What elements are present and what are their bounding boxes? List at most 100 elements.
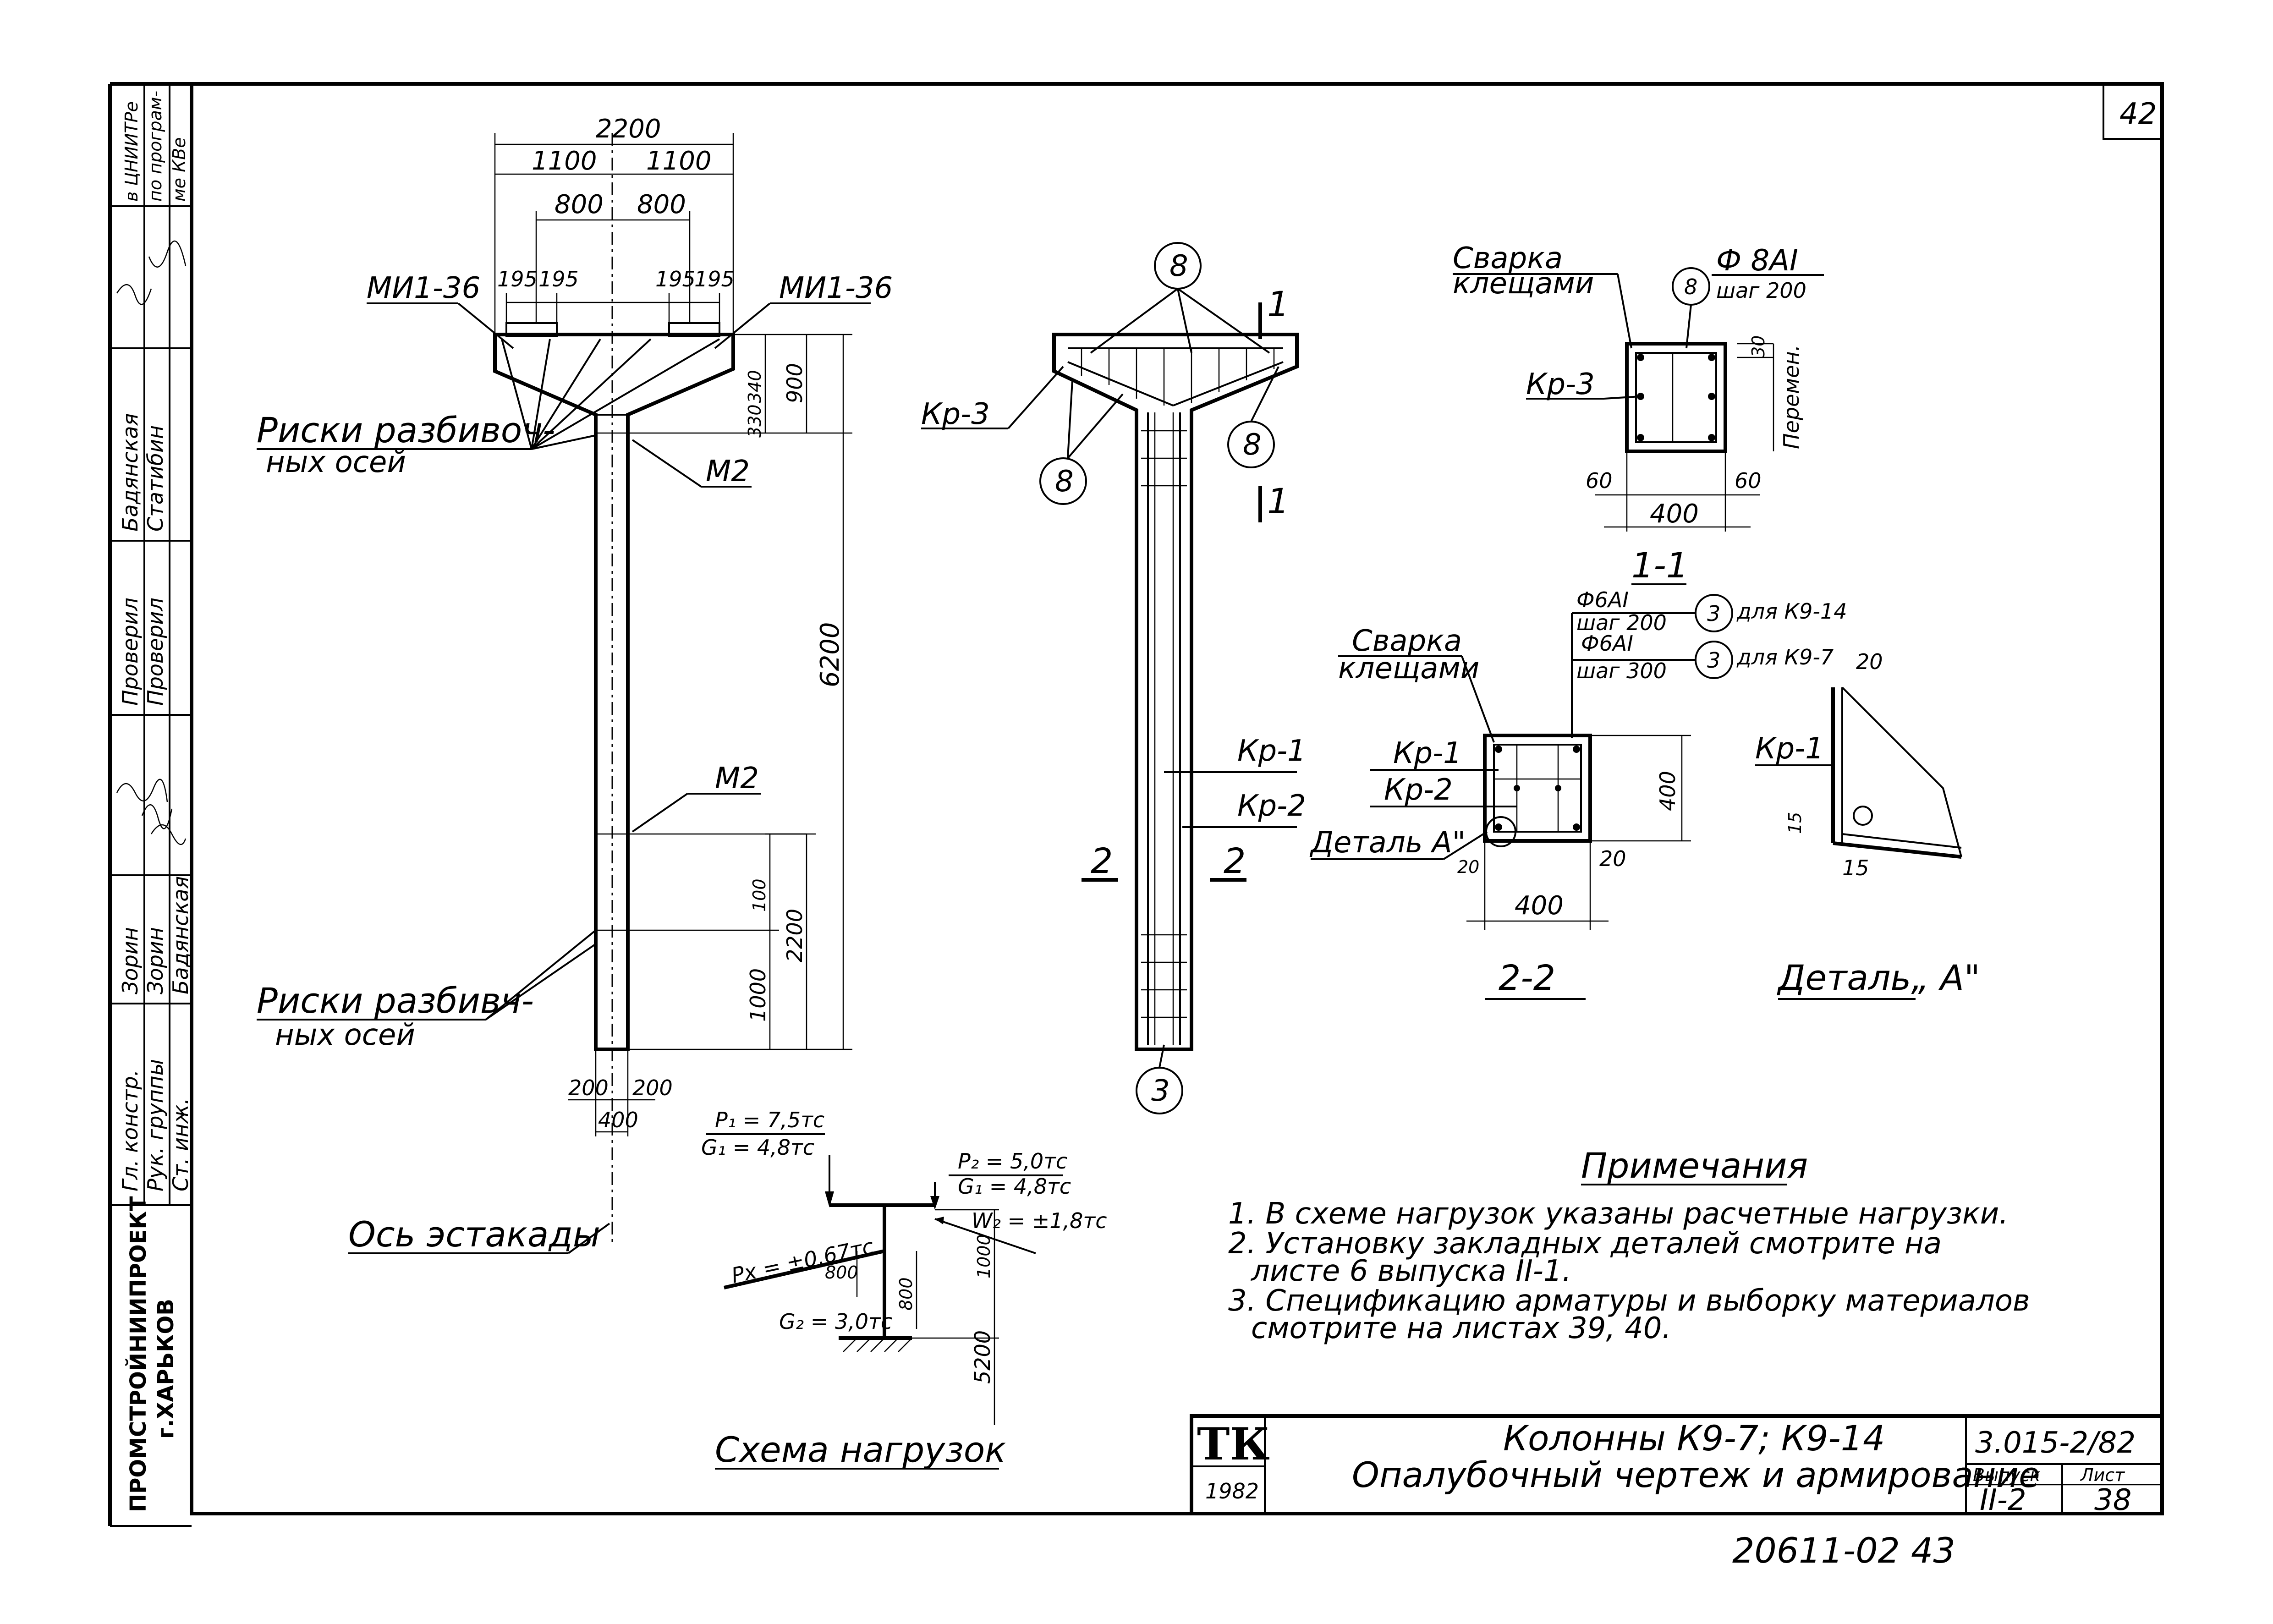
title-line-2: Опалубочный чертеж и армирование [1352,1454,2040,1495]
section-mark-2-left: 2 [1091,840,1113,881]
title-sheet-label: Лист [2080,1465,2125,1485]
mark-8-left: 8 [1055,465,1074,499]
sheet-frame: 42 [108,82,2164,1527]
label-bar-6-300: Ф6AI [1581,631,1633,656]
stamp-org-line1: ПРОМСТРОЙНИИПРОЕКТ [125,1196,151,1512]
dim-800-left: 800 [555,190,604,219]
dim-1100-left: 1100 [532,146,597,176]
label-kp1: Кр-1 [1237,734,1306,768]
dim-800-right: 800 [637,190,686,219]
dim-400-22-horiz: 400 [1515,891,1564,921]
note-line-1: 1. В схеме нагрузок указаны расчетные на… [1228,1197,2009,1231]
section-2-2: 1-1 Ф6AI шаг 200 3 для К9-14 Ф6AI шаг 30… [1309,545,1847,1000]
label-axis: Ось эстакады [348,1214,600,1255]
label-variable: Перемен. [1779,345,1804,449]
dim-15-detail-a: 15 [1785,812,1805,834]
title-line-1: Колонны К9-7; К9-14 [1503,1418,1885,1459]
label-kp2: Кр-2 [1237,789,1306,823]
label-kp3-section: Кр-3 [1526,368,1595,401]
dim-800-load-a: 800 [825,1262,858,1283]
note-line-3: листе 6 выпуска II-1. [1250,1254,1571,1288]
dim-5200: 5200 [970,1330,995,1384]
label-bar-6-200: Ф6AI [1576,587,1629,612]
stamp-note-1: в ЦНИИТРе [121,101,142,202]
tk-logo: ТК [1197,1418,1270,1470]
mark-3-a: 3 [1707,601,1720,626]
label-m2-top: М2 [706,455,750,488]
section-mark-2-right: 2 [1224,840,1246,881]
dim-6200: 6200 [815,622,845,687]
title-detail-a: Деталь„ А" [1777,957,1980,998]
label-mi-right: МИ1-36 [779,271,893,305]
label-weld-22-2: клещами [1338,652,1479,686]
stamp-check-2: Проверил [143,598,168,706]
dim-2200-top: 2200 [596,114,661,144]
title-series: 3.015-2/82 [1975,1426,2136,1460]
title-issue: II-2 [1980,1483,2026,1517]
label-kp1-detail: Кр-1 [1755,732,1824,766]
dim-340: 340 [745,370,765,403]
load-p1: P₁ = 7,5тс [715,1108,824,1132]
label-bar-8: Ф 8AI [1716,244,1798,278]
stamp-role-3: Ст. инж. [168,1098,193,1191]
dim-330: 330 [745,404,765,438]
label-m2-mid: М2 [715,762,759,796]
label-axes-top-2: ных осей [266,445,406,479]
label-axes-bot-2: ных осей [275,1018,415,1052]
dim-1000-load: 1000 [974,1234,994,1278]
load-g2: G₂ = 3,0тс [779,1309,892,1334]
left-stamp-strip: ПРОМСТРОЙНИИПРОЕКТ г.ХАРЬКОВ Гл. констр.… [110,84,193,1512]
stamp-note-3: ме КВе [169,137,189,202]
label-step-300: шаг 300 [1576,658,1667,683]
dim-195-3: 195 [655,267,696,291]
label-axes-bot-1: Риски разбивч- [257,980,534,1021]
title-block: ТК 1982 Колонны К9-7; К9-14 Опалубочный … [1190,1414,2164,1517]
signature-scribble [116,284,152,305]
dim-195-1: 195 [497,267,538,291]
label-step-200-b: шаг 200 [1576,610,1667,635]
label-for-k9-14: для К9-14 [1736,599,1847,624]
label-kp2-22: Кр-2 [1384,773,1453,807]
load-w: W₂ = ±1,8тс [972,1208,1107,1233]
label-weld-22: Сварка [1352,624,1462,658]
dim-100: 100 [749,878,769,912]
dim-20-detail: 20 [1856,649,1883,674]
stamp-name-3: Бадянская [168,876,193,994]
stamp-name-4: Бадянская [118,413,143,532]
dim-1100-right: 1100 [646,146,712,176]
title-year: 1982 [1205,1479,1259,1503]
stamp-name-2: Зорин [143,927,168,994]
note-line-5: смотрите на листах 39, 40. [1251,1311,1671,1345]
title-sheet: 38 [2094,1483,2131,1517]
title-section-1-1: 1-1 [1631,545,1688,586]
label-for-k9-7: для К9-7 [1736,645,1834,669]
load-g1-right: G₁ = 4,8тс [958,1174,1071,1199]
capital-stirrups [1081,348,1275,406]
stamp-role-2: Рук. группы [143,1059,168,1191]
stamp-check-1: Проверил [118,598,143,706]
column-front-view: 2200 1100 1100 800 800 195 195 195 195 3… [257,114,893,1255]
column-rebar-view: 8 8 8 3 Кр-3 Кр-1 Кр-2 1 1 2 2 [921,242,1306,1114]
page-number: 42 [2119,97,2157,131]
label-kp3: Кр-3 [921,397,990,431]
label-weld: Сварка [1453,241,1563,275]
section-mark-1-top: 1 [1267,284,1289,324]
mark-8-right: 8 [1243,428,1262,462]
column-stirrups [1141,430,1187,1018]
bottom-code: 20611-02 43 [1732,1530,1955,1571]
dim-195-4: 195 [694,267,735,291]
mark-8-section: 8 [1684,274,1697,299]
dim-60-left: 60 [1586,468,1613,493]
dim-200-right: 200 [632,1075,673,1100]
dim-400-section: 400 [1650,499,1699,529]
title-issue-label: Выпуск [1973,1465,2040,1485]
mark-3-bottom: 3 [1151,1074,1170,1108]
dim-195-2: 195 [538,267,579,291]
label-weld-2: клещами [1453,267,1594,301]
signature-scribble [150,824,187,845]
dim-2200-right: 2200 [782,909,807,962]
stamp-name-1: Зорин [118,927,143,994]
dim-400-bottom: 400 [598,1108,638,1132]
dim-20-right: 20 [1599,846,1626,871]
